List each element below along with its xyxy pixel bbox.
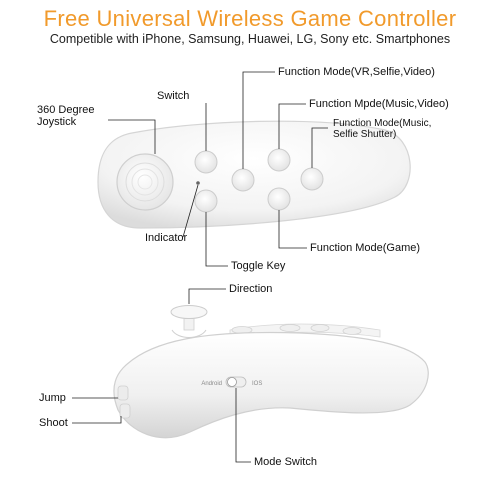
label-function-mode-music-selfie-line2: Selfie Shutter) [333, 129, 397, 140]
leader-indicator [182, 184, 199, 238]
leader-joystick [108, 119, 156, 154]
label-direction: Direction [229, 283, 273, 295]
leader-toggle-key [205, 212, 228, 267]
label-jump: Jump [39, 392, 66, 404]
page-title: Free Universal Wireless Game Controller [43, 6, 457, 31]
toggle-key-button[interactable] [194, 189, 218, 213]
label-function-mode-vr: Function Mode(VR,Selfie,Video) [278, 66, 435, 78]
label-mode-switch: Mode Switch [254, 456, 317, 468]
mode-button-vr[interactable] [231, 168, 255, 192]
page-subtitle: Competible with iPhone, Samsung, Huawei,… [49, 32, 451, 46]
switch-ios-text: IOS [252, 381, 262, 387]
direction-joystick[interactable] [170, 305, 208, 338]
mode-button-music-selfie[interactable] [300, 167, 324, 191]
side-controller-body [113, 331, 429, 439]
label-function-mode-music-selfie-line1: Function Mode(Music, [333, 118, 432, 129]
mode-button-game[interactable] [267, 187, 291, 211]
indicator-light [196, 181, 200, 185]
label-joystick-line2: Joystick [37, 116, 77, 128]
top-view-controller [97, 120, 411, 229]
leader-function-music-video [278, 103, 306, 149]
leader-function-vr [242, 71, 275, 169]
label-function-mode-game: Function Mode(Game) [310, 242, 421, 254]
label-function-mode-music-video: Function Mpde(Music,Video) [309, 98, 449, 110]
label-toggle-key: Toggle Key [231, 260, 286, 272]
mode-switch-slider[interactable] [225, 376, 247, 388]
leader-function-game [278, 210, 307, 249]
label-joystick-line1: 360 Degree [37, 104, 95, 116]
leader-function-music-selfie [311, 127, 328, 168]
label-shoot: Shoot [39, 417, 68, 429]
leader-mode-switch [235, 388, 251, 463]
mode-button-music-video[interactable] [267, 148, 291, 172]
top-controller-body [97, 120, 411, 229]
leader-shoot [72, 416, 122, 424]
label-indicator: Indicator [145, 232, 188, 244]
switch-android-text: Android [201, 381, 222, 387]
leader-direction [188, 288, 226, 304]
jump-button[interactable] [117, 385, 129, 401]
side-view-controller [113, 305, 429, 439]
joystick[interactable] [116, 153, 174, 211]
switch-button[interactable] [194, 150, 218, 174]
label-switch: Switch [157, 90, 190, 102]
shoot-button[interactable] [119, 403, 131, 419]
